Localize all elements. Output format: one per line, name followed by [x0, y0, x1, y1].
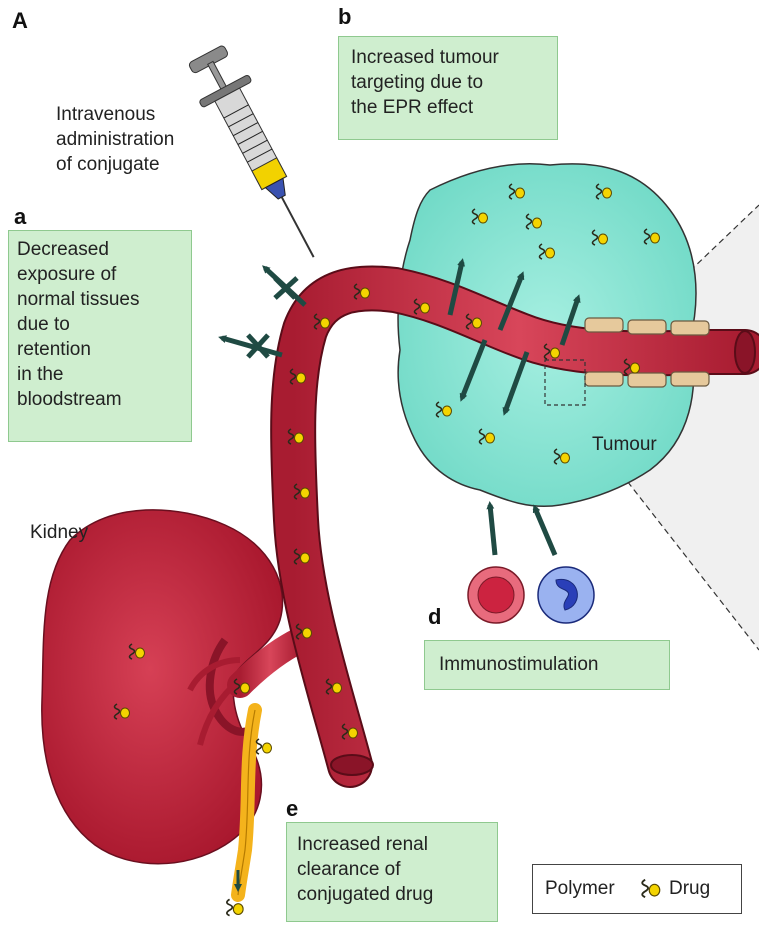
panel-letter-d: d: [428, 604, 441, 630]
syringe-icon: [181, 41, 338, 270]
box-b-epr-targeting: Increased tumour targeting due to the EP…: [338, 36, 558, 140]
panel-letter-a: a: [14, 204, 26, 230]
legend-polymer-label: Polymer: [545, 878, 615, 900]
box-e-renal-clearance: Increased renal clearance of conjugated …: [286, 822, 498, 922]
kidney-label: Kidney: [30, 520, 88, 545]
vessel-end-opening: [735, 331, 755, 373]
immune-cell-blue: [538, 567, 594, 623]
polymer-drug-conjugate-icon: [637, 875, 665, 903]
blocked-arrow-lower: [222, 335, 282, 357]
tumour-label: Tumour: [592, 432, 657, 457]
panel-letter-A: A: [12, 8, 28, 34]
blocked-arrow-upper: [265, 268, 305, 305]
legend-drug-label: Drug: [669, 878, 710, 900]
immune-arrows: [490, 505, 555, 555]
panel-letter-b: b: [338, 4, 351, 30]
legend: Polymer Drug: [532, 864, 742, 914]
panel-letter-e: e: [286, 796, 298, 822]
excreted-conjugate: [227, 899, 243, 915]
box-d-immunostimulation: Immunostimulation: [424, 640, 670, 690]
box-a-decreased-exposure: Decreased exposure of normal tissues due…: [8, 230, 192, 442]
injection-label: Intravenous administration of conjugate: [56, 102, 174, 177]
vessel-bottom-opening: [331, 755, 373, 775]
